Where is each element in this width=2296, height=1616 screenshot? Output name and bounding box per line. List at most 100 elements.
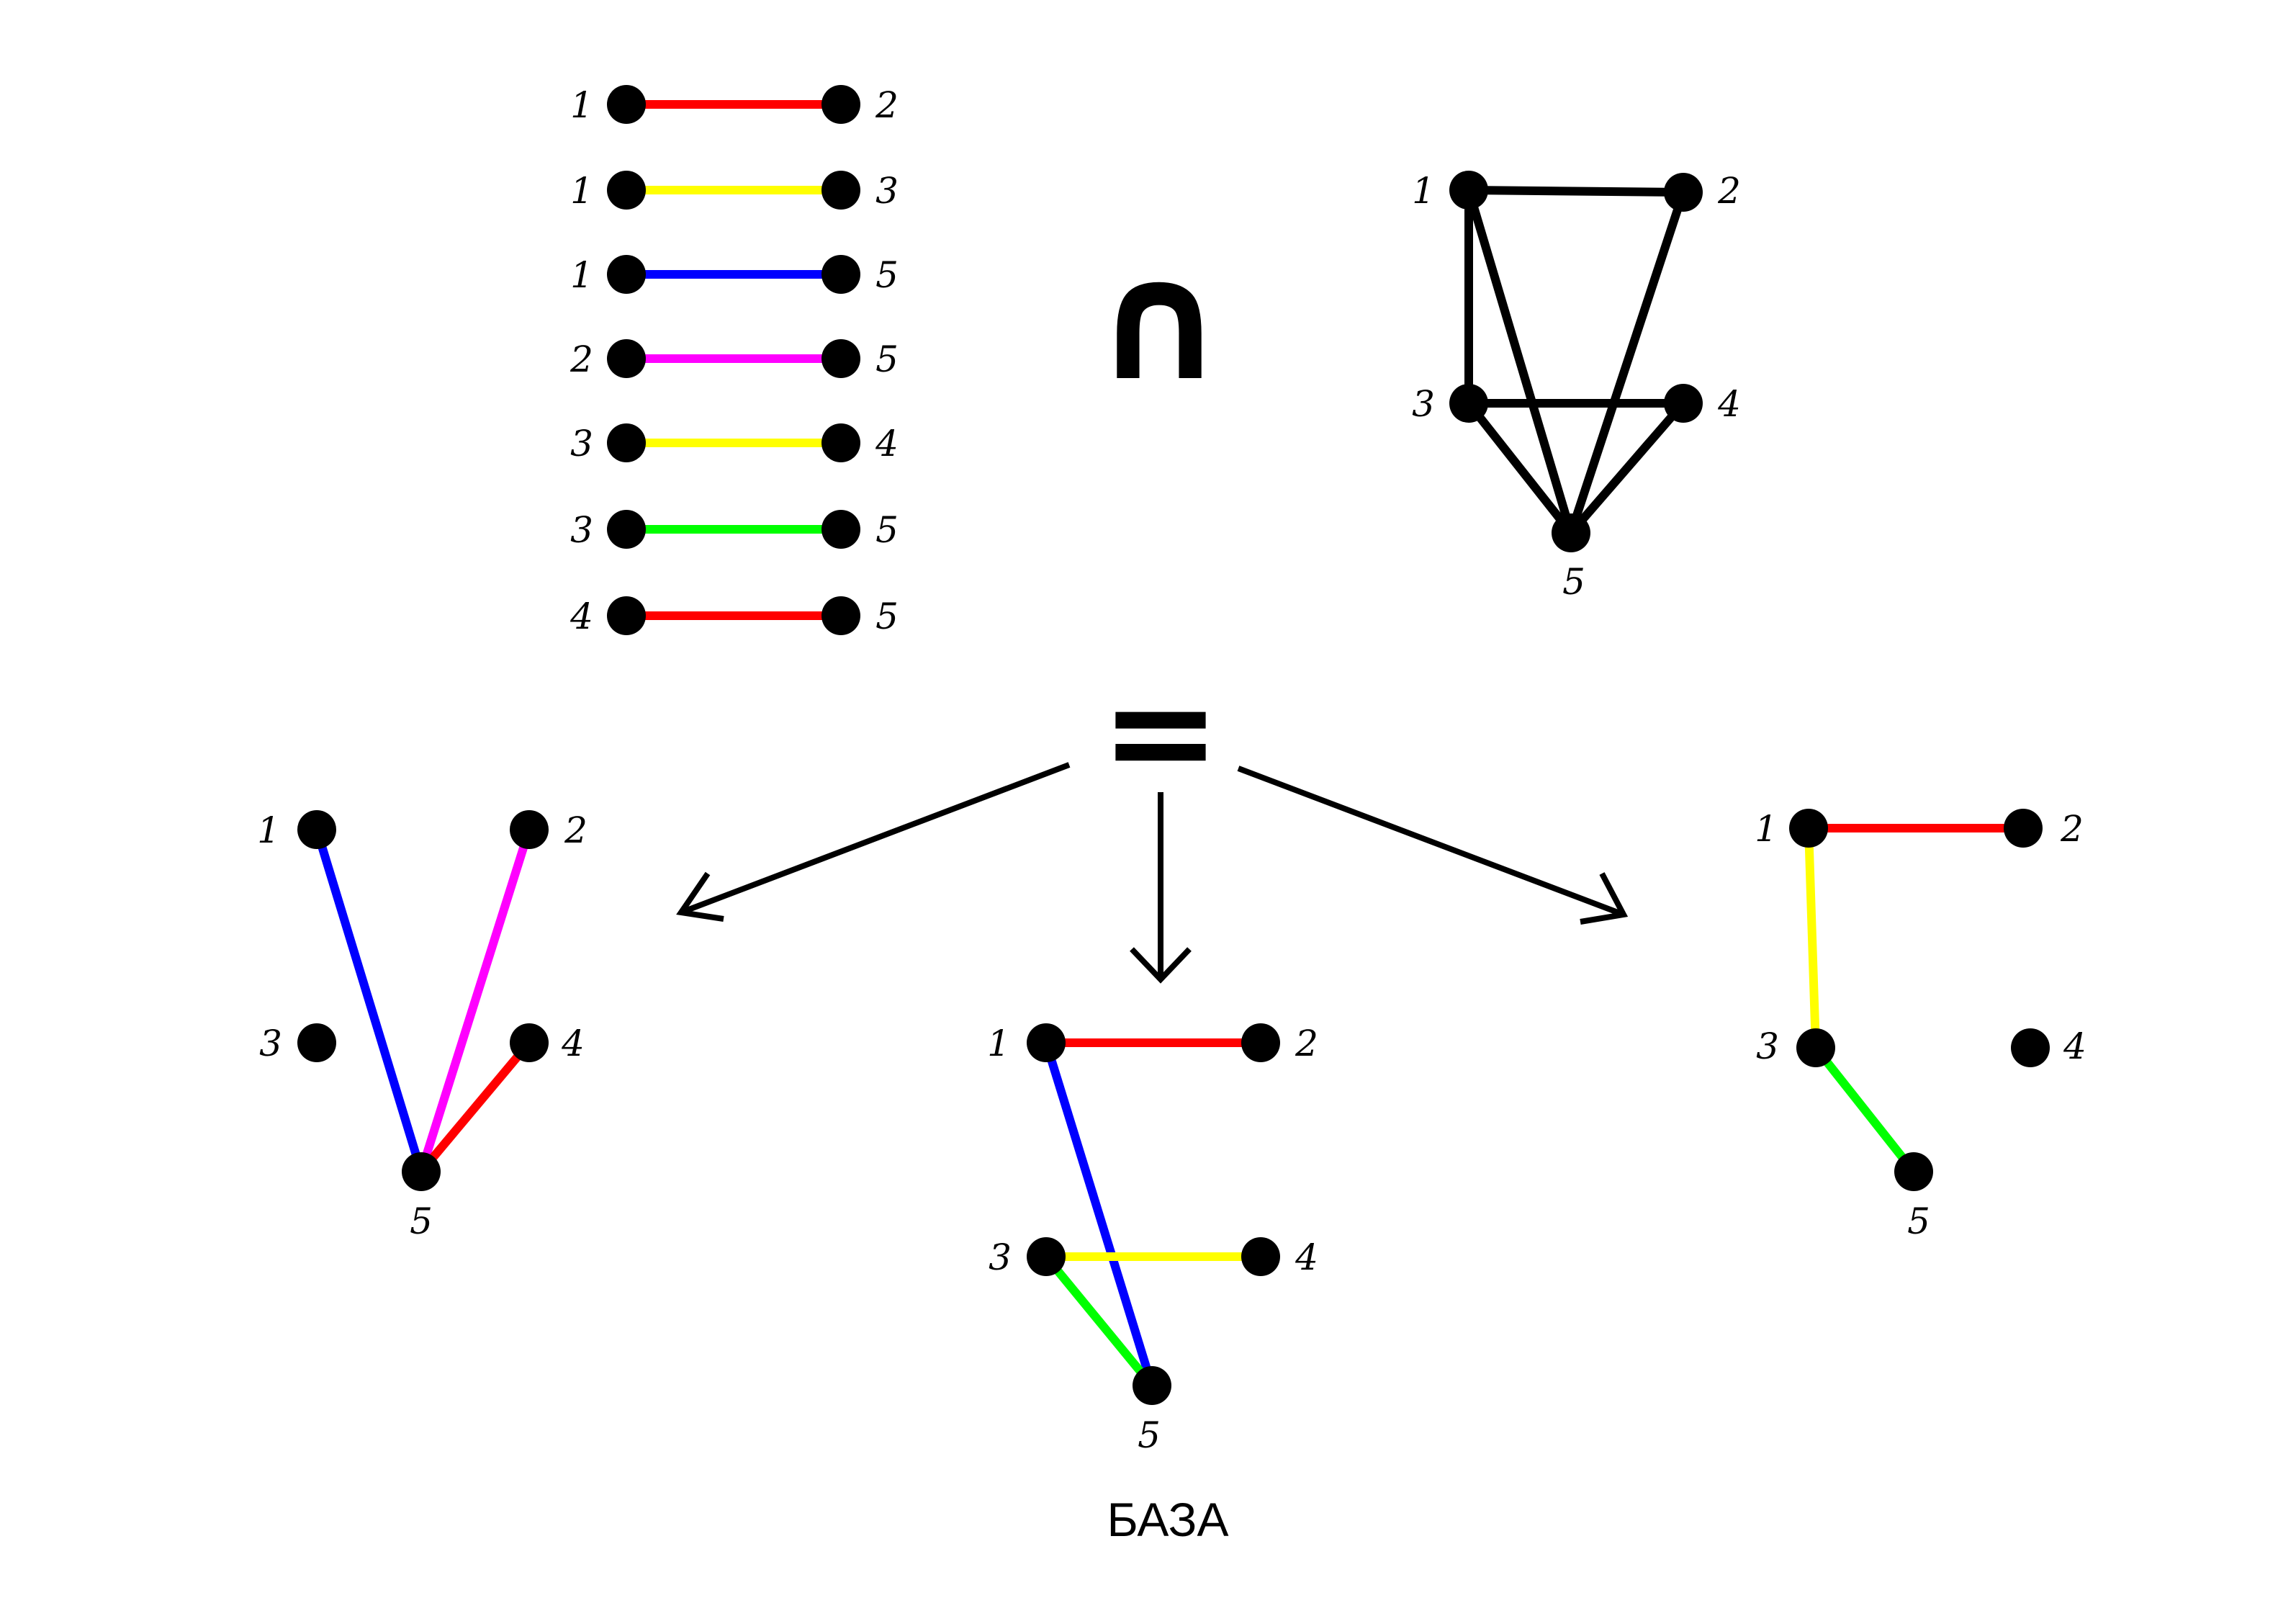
graph-node (1789, 809, 1828, 848)
graph-edge (417, 828, 534, 1173)
node-dot (607, 423, 646, 462)
node-dot (607, 596, 646, 635)
node-label: 1 (570, 170, 593, 212)
graph-node (1552, 513, 1590, 552)
graph-node-label: 1 (1755, 808, 1778, 850)
graph-node (1027, 1023, 1066, 1062)
graph-node (1449, 171, 1488, 210)
node-dot (607, 255, 646, 294)
graph-node-label: 1 (1412, 170, 1435, 212)
graph-edge (1812, 1045, 1917, 1175)
node-dot (821, 423, 860, 462)
graph-node-label: 4 (2063, 1025, 2086, 1067)
graph-node (1027, 1237, 1066, 1276)
graph-node (1241, 1237, 1280, 1276)
graph-edge (418, 1040, 533, 1175)
node-label: 4 (570, 596, 593, 637)
graph-node (1796, 1028, 1835, 1067)
graph-node (297, 1023, 336, 1062)
graph-node-label: 3 (1412, 383, 1435, 425)
graph-edge (1567, 191, 1688, 534)
node-dot (821, 596, 860, 635)
result-arrows (676, 762, 1629, 984)
node-label: 3 (570, 423, 593, 464)
graph-edge (1465, 400, 1575, 536)
graph-node-label: 5 (410, 1200, 433, 1242)
graph-node-label: 2 (1295, 1023, 1318, 1064)
node-dot (821, 510, 860, 549)
graph-edge (1567, 400, 1687, 536)
node-dot (607, 85, 646, 124)
graph-node (1664, 173, 1703, 212)
node-dot (607, 339, 646, 378)
node-dot (607, 510, 646, 549)
graph-node (297, 810, 336, 849)
graph-edge (312, 828, 426, 1173)
graph-node (1133, 1366, 1171, 1405)
graph-node-label: 2 (1717, 170, 1741, 212)
result-graph-center-basis: 1 2 3 4 5 (987, 1023, 1318, 1456)
graph-node (510, 1023, 549, 1062)
graph-node-label: 5 (1562, 561, 1585, 603)
graph-node-label: 4 (1295, 1236, 1318, 1278)
graph-node-label: 1 (257, 809, 280, 851)
node-dot (821, 255, 860, 294)
graph-edge (1043, 1254, 1156, 1388)
graph-node-label: 2 (564, 809, 587, 851)
equals-symbol: = (1100, 648, 1221, 816)
graph-node (2004, 809, 2043, 848)
arrow-right (1237, 766, 1629, 925)
graph-node (1894, 1152, 1933, 1191)
node-label: 3 (875, 170, 899, 212)
result-graph-left: 1 2 3 4 5 (257, 809, 587, 1242)
graph-node-label: 5 (1138, 1414, 1161, 1456)
node-dot (821, 171, 860, 210)
graph-node (510, 810, 549, 849)
node-label: 4 (875, 423, 899, 464)
graph-node-label: 4 (1717, 383, 1741, 425)
node-dot (607, 171, 646, 210)
result-graph-right: 1 2 3 4 5 (1755, 808, 2086, 1242)
node-label: 2 (875, 84, 899, 126)
graph-node-label: 3 (989, 1236, 1012, 1278)
graph-node-label: 5 (1907, 1200, 1930, 1242)
arrow-left (676, 762, 1071, 922)
arrow-center (1130, 792, 1192, 984)
graph-node (402, 1152, 441, 1191)
node-label: 5 (875, 254, 899, 296)
graph-node (1241, 1023, 1280, 1062)
basis-caption: БАЗА (1107, 1493, 1228, 1546)
node-dot (821, 339, 860, 378)
node-dot (821, 85, 860, 124)
graph-node-label: 2 (2060, 808, 2084, 850)
graph-edge (1468, 186, 1684, 197)
graph-node (1449, 384, 1488, 423)
intersection-symbol: ∩ (1092, 225, 1227, 418)
graph-edge (1464, 189, 1575, 534)
graph-node-label: 3 (1756, 1025, 1779, 1067)
node-label: 1 (570, 84, 593, 126)
node-label: 5 (875, 338, 899, 380)
complete-graph: 1 2 3 4 5 (1412, 170, 1741, 603)
graph-node (2011, 1028, 2050, 1067)
graph-edge (1804, 827, 1820, 1049)
node-label: 1 (570, 254, 593, 296)
graph-node-label: 4 (561, 1023, 585, 1064)
node-label: 5 (875, 596, 899, 637)
graph-node (1664, 384, 1703, 423)
node-label: 5 (875, 509, 899, 551)
graph-node-label: 1 (987, 1023, 1010, 1064)
graph-edge (1042, 1041, 1156, 1387)
graph-node-label: 3 (259, 1023, 282, 1064)
node-label: 3 (570, 509, 593, 551)
node-label: 2 (570, 338, 593, 380)
